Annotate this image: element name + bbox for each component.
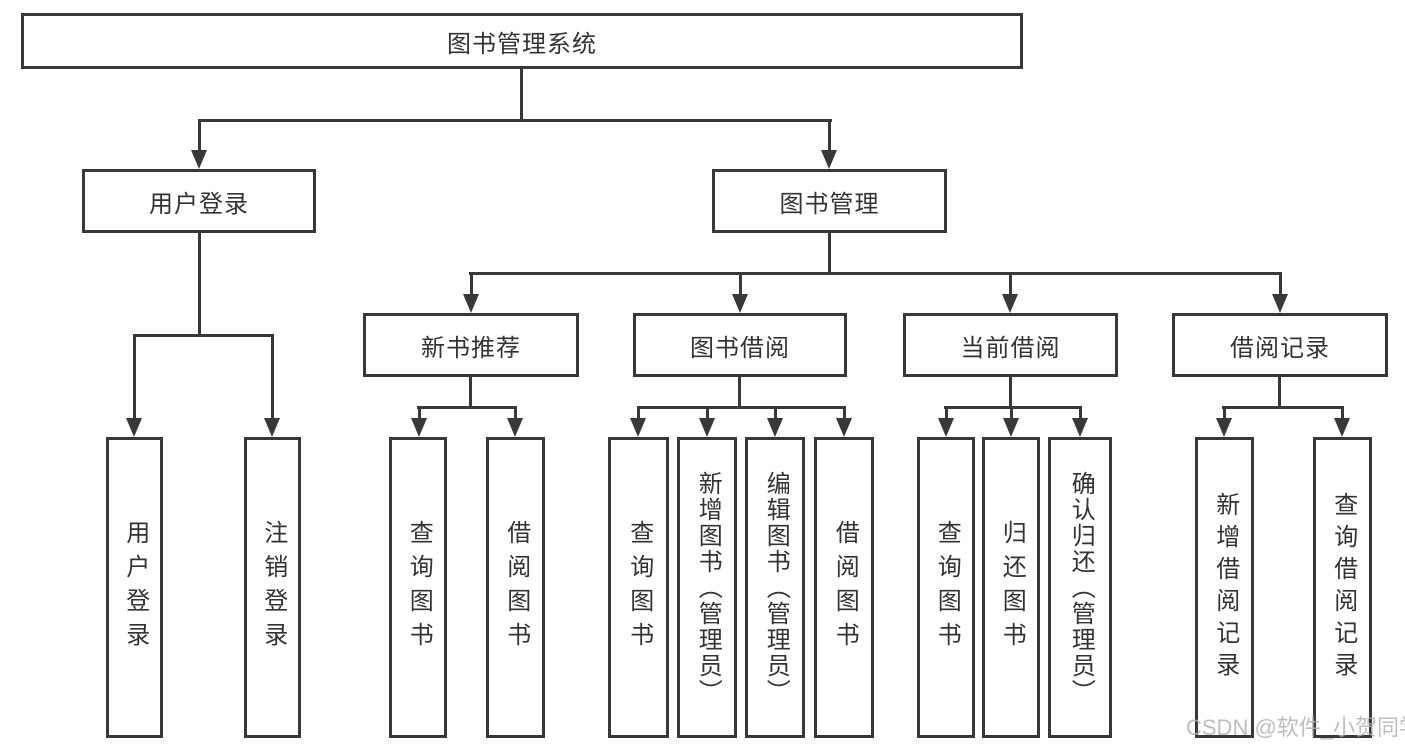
- arrow-down-icon: [732, 272, 748, 313]
- arrow-down-icon: [507, 406, 523, 437]
- node-user-login: 用户登录: [82, 169, 316, 233]
- node-book-borrowing: 图书借阅: [633, 313, 847, 377]
- connector-borrowing-records-split: [1222, 406, 1344, 409]
- leaf-label: 注销登录: [259, 519, 287, 656]
- connector-book-borrowing-split: [637, 406, 846, 409]
- arrow-down-icon: [126, 334, 142, 437]
- arrow-down-icon: [1272, 272, 1288, 313]
- arrow-down-icon: [836, 406, 852, 437]
- node-label: 当前借阅: [960, 334, 1061, 362]
- node-label: 新书推荐: [421, 334, 521, 362]
- leaf-query-books: 查询图书: [608, 437, 669, 738]
- leaf-query-borrow-record: 查询借阅记录: [1313, 437, 1372, 738]
- arrow-down-icon: [1334, 406, 1350, 437]
- connector-level3-split: [469, 272, 1282, 275]
- leaf-logout: 注销登录: [244, 437, 301, 738]
- node-new-book-recommendation: 新书推荐: [363, 313, 579, 377]
- leaf-label: 查询图书: [625, 519, 653, 656]
- leaf-label: 用户登录: [121, 519, 149, 656]
- arrow-down-icon: [1003, 406, 1019, 437]
- arrow-down-icon: [264, 334, 280, 437]
- leaf-confirm-return-admin: 确认归还（管理员）: [1048, 437, 1112, 738]
- leaf-label: 新增图书（管理员）: [694, 470, 722, 705]
- node-label: 用户登录: [149, 190, 249, 218]
- arrow-down-icon: [463, 272, 479, 313]
- leaf-edit-book-admin: 编辑图书（管理员）: [745, 437, 805, 738]
- node-label: 图书借阅: [690, 334, 790, 362]
- connector-root-stem: [520, 69, 523, 122]
- arrow-down-icon: [821, 119, 837, 169]
- leaf-query-books: 查询图书: [389, 437, 447, 738]
- node-label: 借阅记录: [1230, 334, 1330, 362]
- node-library-management-system: 图书管理系统: [21, 13, 1023, 69]
- leaf-label: 借阅图书: [502, 519, 530, 656]
- arrow-down-icon: [767, 406, 783, 437]
- leaf-label: 查询图书: [405, 519, 433, 656]
- leaf-label: 查询借阅记录: [1329, 491, 1357, 684]
- arrow-down-icon: [1002, 272, 1018, 313]
- leaf-add-book-admin: 新增图书（管理员）: [677, 437, 737, 738]
- node-label: 图书管理: [779, 190, 880, 218]
- arrow-down-icon: [1072, 406, 1088, 437]
- connector-new-book-split: [417, 406, 517, 409]
- leaf-query-books: 查询图书: [917, 437, 975, 738]
- arrow-down-icon: [411, 406, 427, 437]
- leaf-label: 归还图书: [998, 519, 1026, 656]
- leaf-label: 借阅图书: [831, 519, 859, 656]
- connector-book-management-stem: [828, 231, 831, 275]
- connector-current-borrowing-stem: [1009, 375, 1012, 409]
- leaf-return-book: 归还图书: [982, 437, 1040, 738]
- connector-new-book-stem: [469, 375, 472, 409]
- leaf-label: 查询图书: [933, 519, 961, 656]
- leaf-borrow-books: 借阅图书: [486, 437, 545, 738]
- arrow-down-icon: [699, 406, 715, 437]
- node-label: 图书管理系统: [447, 30, 597, 58]
- node-book-management: 图书管理: [712, 169, 947, 233]
- leaf-label: 编辑图书（管理员）: [762, 470, 790, 705]
- arrow-down-icon: [1216, 406, 1232, 437]
- arrow-down-icon: [630, 406, 646, 437]
- connector-user-login-stem: [198, 231, 201, 337]
- connector-user-login-split: [133, 334, 274, 337]
- leaf-label: 新增借阅记录: [1211, 491, 1239, 684]
- leaf-add-borrow-record: 新增借阅记录: [1195, 437, 1254, 738]
- arrow-down-icon: [191, 119, 207, 169]
- leaf-label: 确认归还（管理员）: [1067, 470, 1095, 705]
- connector-book-borrowing-stem: [738, 375, 741, 409]
- leaf-borrow-books: 借阅图书: [814, 437, 874, 738]
- node-current-borrowing: 当前借阅: [903, 313, 1118, 377]
- leaf-user-login: 用户登录: [106, 437, 163, 738]
- arrow-down-icon: [938, 406, 954, 437]
- connector-level2-split: [198, 119, 832, 122]
- connector-borrowing-records-stem: [1278, 375, 1281, 409]
- csdn-watermark: CSDN @软件_小贺同学: [1186, 715, 1405, 740]
- node-borrowing-records: 借阅记录: [1172, 313, 1388, 377]
